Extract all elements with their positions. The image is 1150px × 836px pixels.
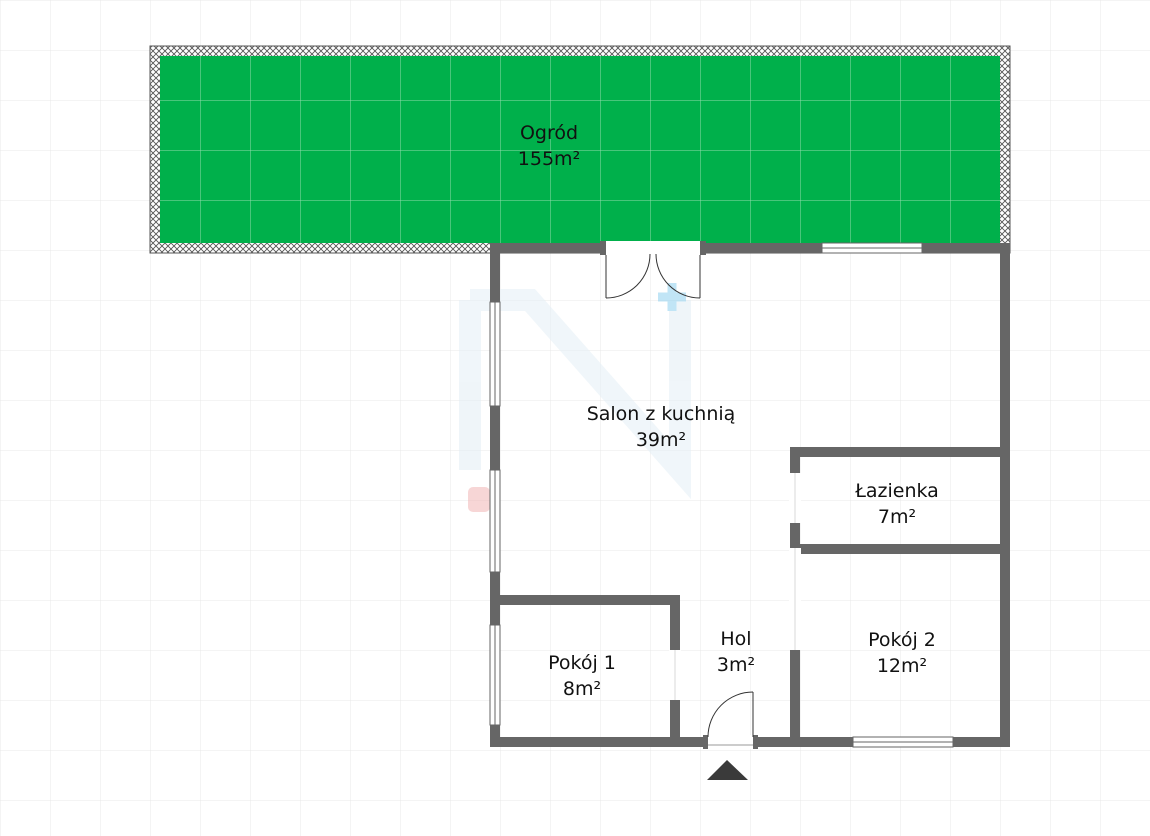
room-bathroom: Łazienka 7m² <box>854 480 939 528</box>
window-left-middle <box>489 469 501 573</box>
room-1-area: 8m² <box>563 678 601 700</box>
room-living-name: Salon z kuchnią <box>587 403 736 425</box>
garden-area <box>149 45 1011 254</box>
room-1: Pokój 1 8m² <box>548 652 616 700</box>
room-2-name: Pokój 2 <box>868 629 936 651</box>
room-garden-area: 155m² <box>518 148 580 170</box>
window-left-lower <box>489 624 501 726</box>
room-hall-area: 3m² <box>717 654 755 676</box>
window-bottom <box>852 736 954 748</box>
room-2-area: 12m² <box>877 655 927 677</box>
room-hall: Hol 3m² <box>717 628 755 676</box>
room-hall-name: Hol <box>720 628 751 650</box>
room-garden: Ogród 155m² <box>518 122 580 170</box>
room-garden-name: Ogród <box>520 122 578 144</box>
window-top <box>821 242 923 254</box>
room-living-area: 39m² <box>636 429 686 451</box>
room-bathroom-area: 7m² <box>878 506 916 528</box>
room-1-name: Pokój 1 <box>548 652 616 674</box>
room-2: Pokój 2 12m² <box>868 629 936 677</box>
entrance-door <box>707 691 754 738</box>
room-living: Salon z kuchnią 39m² <box>587 403 736 451</box>
garden-double-door <box>605 253 701 299</box>
entrance-arrow-icon <box>707 760 748 780</box>
room-bathroom-name: Łazienka <box>854 480 939 502</box>
openings <box>489 241 954 749</box>
window-left-upper <box>489 301 501 407</box>
